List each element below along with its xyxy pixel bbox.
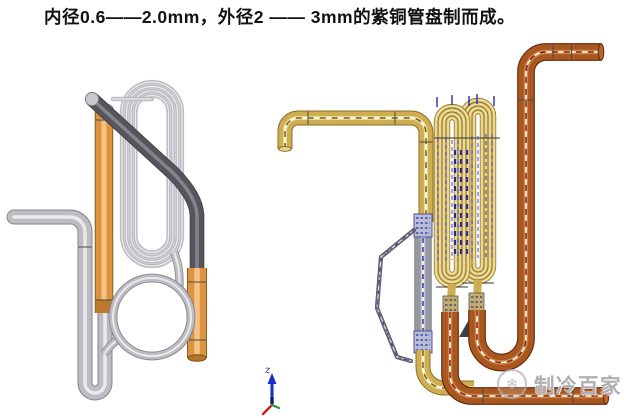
right-assembly bbox=[279, 44, 609, 404]
axis-indicator: z bbox=[261, 365, 281, 416]
caption-text: 内径0.6——2.0mm，外径2 —— 3mm的紫铜管盘制而成。 bbox=[44, 7, 516, 27]
copper-tube-right bbox=[188, 268, 206, 361]
capillary-loop bbox=[377, 230, 414, 361]
circular-loop bbox=[113, 278, 191, 356]
steel-frame-tube bbox=[14, 217, 105, 393]
x-axis-arrow bbox=[261, 403, 274, 416]
coil-bundle bbox=[434, 94, 500, 300]
watermark: ❄ 制冷百家 bbox=[497, 369, 622, 399]
snowflake-icon: ❄ bbox=[497, 369, 527, 399]
coil-centerlines bbox=[437, 134, 493, 262]
copper-tube-left bbox=[96, 104, 113, 313]
left-assembly bbox=[14, 82, 206, 393]
blue-connector-top bbox=[413, 213, 433, 238]
coil-connector-right bbox=[468, 292, 485, 312]
coil-connector-left bbox=[442, 295, 459, 315]
gold-inlet-tube bbox=[279, 112, 433, 222]
watermark-text: 制冷百家 bbox=[534, 375, 622, 398]
y-axis-arrow bbox=[270, 403, 281, 410]
copper-outlet-tube bbox=[450, 312, 609, 404]
weld-marker bbox=[459, 316, 471, 337]
blue-connector-bottom bbox=[413, 330, 433, 354]
dark-inclined-tube bbox=[85, 92, 197, 268]
coil-ticks bbox=[436, 94, 495, 107]
z-axis-label: z bbox=[264, 365, 271, 376]
copper-return-tube bbox=[477, 44, 604, 363]
